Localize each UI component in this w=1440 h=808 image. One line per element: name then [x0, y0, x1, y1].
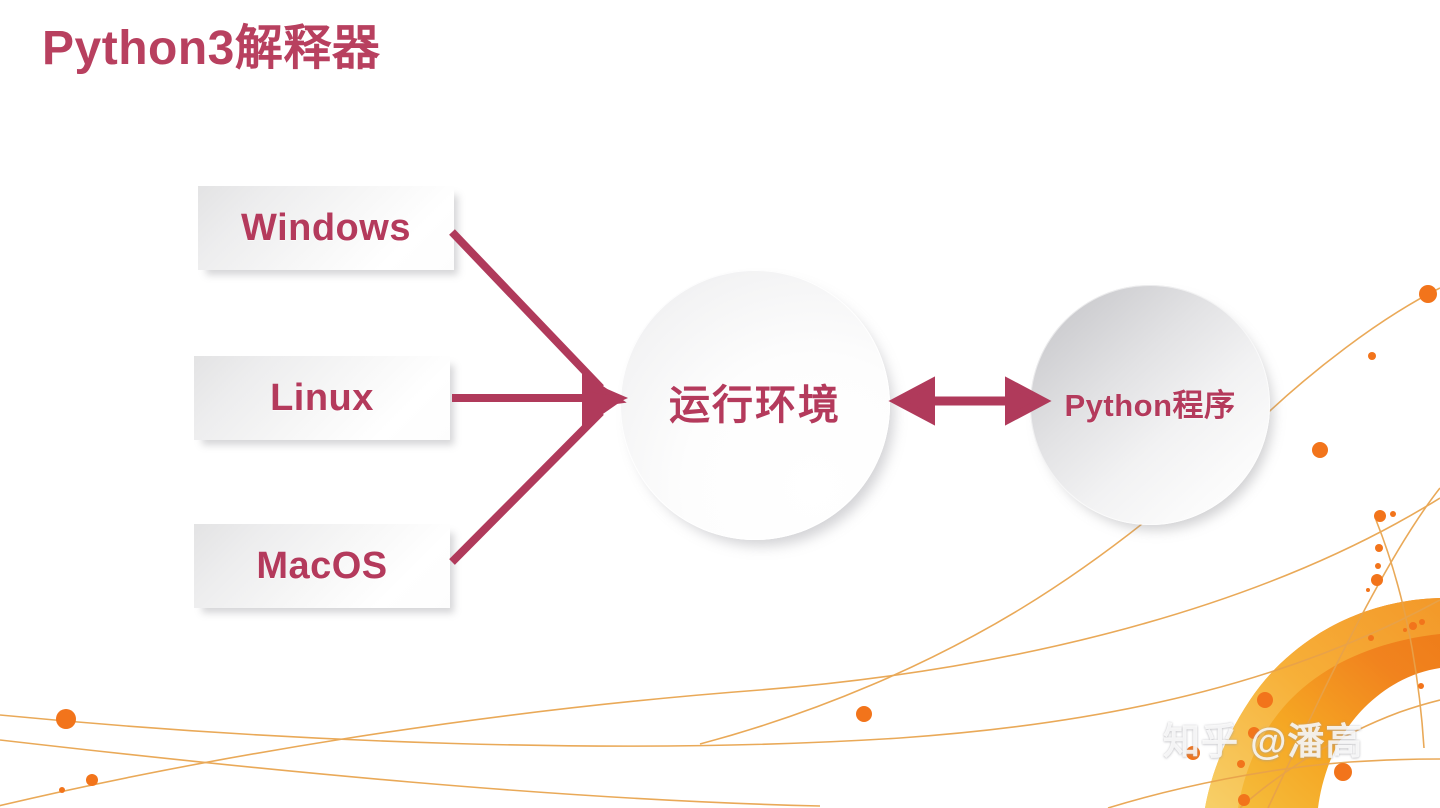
os-box-label: Windows	[241, 207, 411, 249]
os-box-linux[interactable]: Linux	[194, 356, 450, 440]
os-box-windows[interactable]: Windows	[198, 186, 454, 270]
page-title: Python3解释器	[42, 22, 381, 75]
python-program-label: Python程序	[1064, 387, 1236, 423]
arrow-runtime-program-bidirectional	[888, 376, 1052, 426]
watermark: 知乎 @潘高	[1163, 721, 1364, 762]
os-box-label: Linux	[270, 377, 374, 419]
arrow-macos-to-runtime	[449, 391, 627, 565]
arrow-windows-to-runtime	[449, 229, 627, 409]
python-program-circle[interactable]: Python程序	[1030, 285, 1270, 525]
orange-ribbon-arc	[1205, 598, 1440, 808]
runtime-environment-label: 运行环境	[669, 381, 841, 428]
arrow-linux-to-runtime	[452, 378, 629, 418]
os-box-label: MacOS	[256, 545, 388, 587]
runtime-environment-circle[interactable]: 运行环境	[620, 270, 890, 540]
os-box-macos[interactable]: MacOS	[194, 524, 450, 608]
